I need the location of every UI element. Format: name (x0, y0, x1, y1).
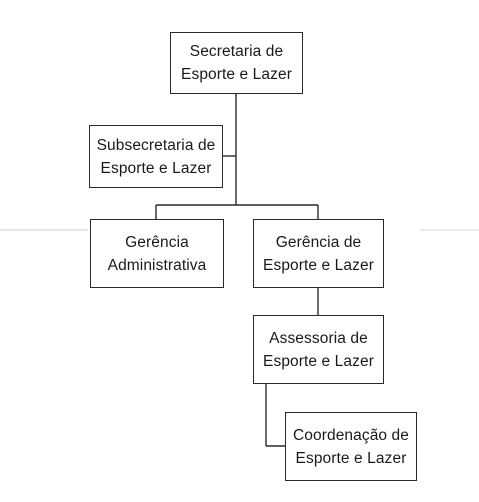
node-gerencia-administrativa-line1: Gerência (125, 233, 189, 251)
node-subsecretaria-line2: Esporte e Lazer (100, 159, 212, 177)
node-secretaria-line1: Secretaria de (189, 43, 284, 60)
node-assessoria-line1: Assessoria de (269, 329, 368, 347)
node-subsecretaria: Subsecretaria de Esporte e Lazer (89, 125, 223, 188)
node-coordenacao: Coordenação de Esporte e Lazer (285, 412, 417, 481)
node-gerencia-esporte-line2: Esporte e Lazer (263, 256, 374, 274)
node-coordenacao-line2: Esporte e Lazer (295, 449, 407, 467)
node-coordenacao-line1: Coordenação de (292, 426, 409, 444)
node-gerencia-administrativa: Gerência Administrativa (90, 219, 224, 288)
node-secretaria: Secretaria de Esporte e Lazer (170, 32, 303, 94)
node-gerencia-esporte: Gerência de Esporte e Lazer (253, 219, 384, 288)
node-gerencia-esporte-line1: Gerência de (275, 233, 362, 251)
node-gerencia-administrativa-line2: Administrativa (107, 256, 207, 274)
node-subsecretaria-line1: Subsecretaria de (96, 136, 216, 154)
node-secretaria-line2: Esporte e Lazer (181, 66, 292, 83)
node-assessoria-line2: Esporte e Lazer (263, 352, 374, 370)
node-assessoria: Assessoria de Esporte e Lazer (253, 315, 384, 384)
